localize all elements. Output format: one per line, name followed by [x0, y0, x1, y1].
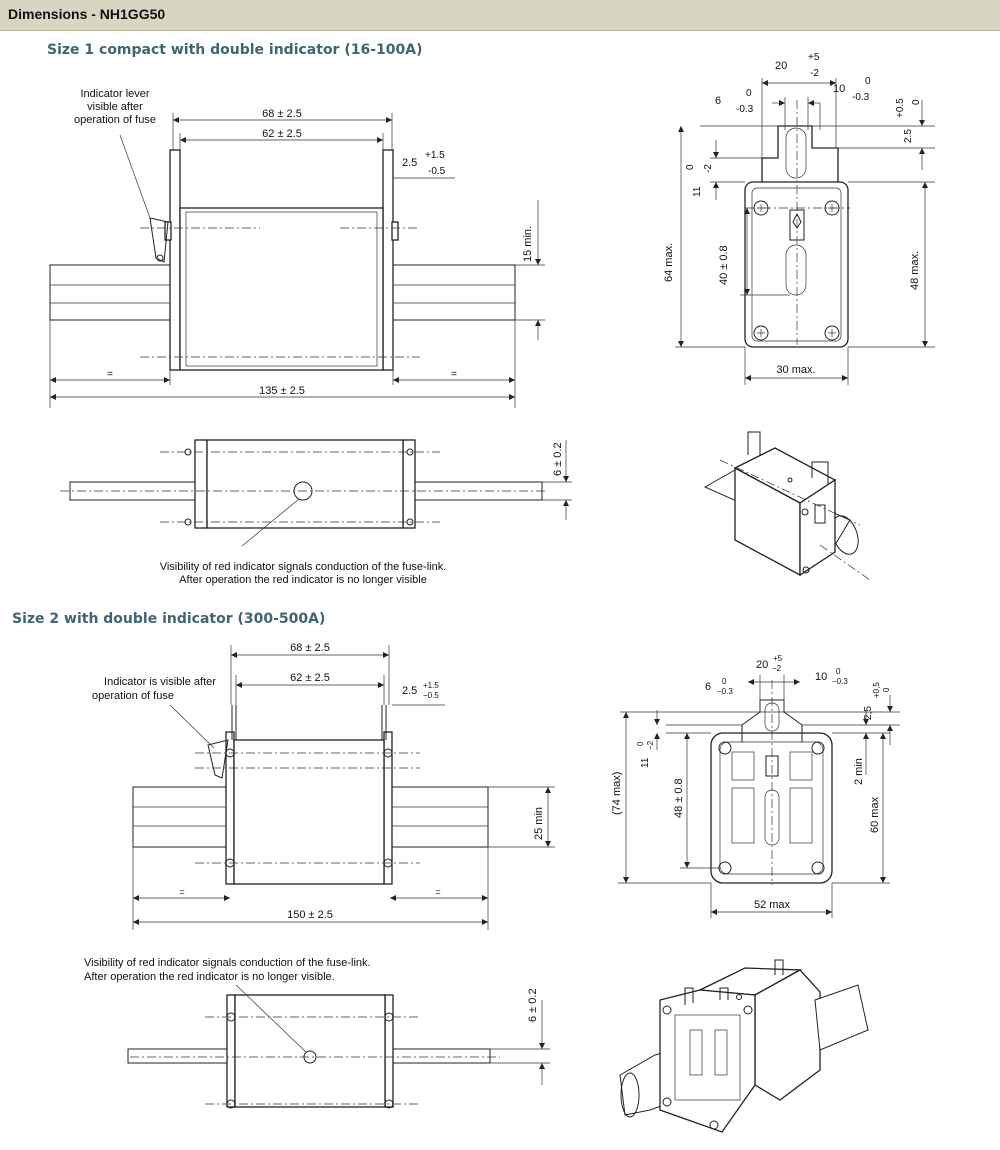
s1-side-d20-minus: -2 — [810, 68, 819, 79]
s2-side-d25-plus: +0,5 — [872, 682, 881, 698]
s1-side-d64: 64 max. — [663, 243, 675, 282]
s2-side-d25-minus: 0 — [882, 687, 891, 692]
s1-dim-135: 135 ± 2.5 — [259, 385, 305, 397]
s1-side-d25-minus: 0 — [911, 99, 922, 105]
s2-top-note-line1: Visibility of red indicator signals cond… — [84, 957, 371, 969]
s2-side-view: 20 +5 −2 6 0 −0.3 10 0 −0.3 2,5 +0,5 0 1… — [611, 654, 900, 918]
s2-front-note-line2: operation of fuse — [92, 690, 174, 702]
s1-side-d6: 6 — [715, 95, 721, 107]
s1-dim-68: 68 ± 2.5 — [262, 108, 302, 120]
s1-equal-right: = — [451, 369, 457, 380]
s1-side-d25: 2.5 — [903, 129, 914, 143]
s2-side-d10-plus: 0 — [836, 667, 841, 676]
s2-dim-2-5: 2.5 — [402, 685, 417, 697]
s1-dim-6: 6 ± 0.2 — [552, 442, 564, 476]
s2-side-d25: 2,5 — [863, 706, 874, 720]
section2-title: Size 2 with double indicator (300-500A) — [12, 611, 326, 627]
s1-equal-left: = — [107, 369, 113, 380]
s2-dim-150: 150 ± 2.5 — [287, 909, 333, 921]
s2-dim-6: 6 ± 0.2 — [527, 988, 539, 1022]
s1-side-d20-plus: +5 — [808, 52, 820, 63]
s1-side-d25-plus: +0.5 — [895, 98, 906, 118]
s2-side-d20: 20 — [756, 659, 768, 671]
s1-side-d40: 40 ± 0.8 — [718, 245, 730, 285]
s2-top-note-line2: After operation the red indicator is no … — [84, 971, 335, 983]
s1-side-d48: 48 max. — [909, 251, 921, 290]
s1-side-d10-plus: 0 — [865, 76, 871, 87]
section1-title: Size 1 compact with double indicator (16… — [47, 42, 423, 58]
s1-side-d10: 10 — [833, 83, 845, 95]
s2-side-d60: 60 max — [869, 796, 881, 833]
s1-side-d11: 11 — [692, 186, 703, 197]
s1-side-d10-minus: -0.3 — [852, 92, 870, 103]
s1-front-note-line3: operation of fuse — [74, 114, 156, 126]
s2-dim-2-5-minus: −0.5 — [423, 691, 439, 700]
s1-front-note-line2: visible after — [87, 101, 143, 113]
s1-front-note-line1: Indicator lever — [80, 88, 149, 100]
s2-front-view: Indicator is visible after operation of … — [92, 642, 555, 930]
s1-dim-2-5-minus: -0.5 — [428, 166, 446, 177]
s1-dim-2-5-plus: +1.5 — [425, 150, 445, 161]
s2-side-d10-minus: −0.3 — [832, 677, 848, 686]
s2-side-d11-minus: −2 — [646, 740, 655, 750]
s1-isometric-view — [703, 431, 871, 581]
s1-dim-15min: 15 min. — [522, 226, 534, 262]
s2-side-d11: 11 — [640, 757, 651, 768]
s1-dim-62: 62 ± 2.5 — [262, 128, 302, 140]
s2-dim-68: 68 ± 2.5 — [290, 642, 330, 654]
s2-side-d20-plus: +5 — [773, 654, 783, 663]
page-header: Dimensions - NH1GG50 — [0, 0, 1000, 31]
s1-side-d30: 30 max. — [776, 364, 815, 376]
s2-equal-left: = — [179, 887, 184, 897]
s2-dim-62: 62 ± 2.5 — [290, 672, 330, 684]
s2-side-d11-plus: 0 — [636, 741, 645, 746]
s2-dim-25min: 25 min — [533, 807, 545, 840]
s2-top-view: Visibility of red indicator signals cond… — [84, 957, 550, 1109]
s2-side-d74: (74 max) — [611, 772, 623, 815]
s2-side-d52: 52 max — [754, 899, 791, 911]
s2-dim-2-5-plus: +1.5 — [423, 681, 439, 690]
s2-side-d6: 6 — [705, 681, 711, 693]
s2-equal-right: = — [435, 887, 440, 897]
s2-side-d20-minus: −2 — [772, 664, 782, 673]
s1-top-view: 6 ± 0.2 Visibility of red indicator sign… — [60, 439, 572, 586]
page-title: Dimensions - NH1GG50 — [8, 6, 166, 22]
s2-side-d2: 2 min — [853, 758, 865, 785]
s2-side-d10: 10 — [815, 671, 827, 683]
s1-side-d6-minus: -0.3 — [736, 104, 754, 115]
s1-side-d20: 20 — [775, 60, 787, 72]
s2-side-d6-minus: −0.3 — [717, 687, 733, 696]
s2-front-note-line1: Indicator is visible after — [104, 676, 216, 688]
s1-top-note-line1: Visibility of red indicator signals cond… — [160, 561, 447, 573]
s1-side-d6-plus: 0 — [746, 88, 752, 99]
s1-side-d11-minus: -2 — [703, 164, 714, 173]
s2-side-d48: 48 ± 0.8 — [673, 778, 685, 818]
s1-front-view: Indicator lever visible after operation … — [49, 88, 545, 408]
s1-dim-2-5: 2.5 — [402, 157, 417, 169]
s1-top-note-line2: After operation the red indicator is no … — [179, 574, 427, 586]
s1-side-view: 20 +5 -2 6 0 -0.3 10 0 -0.3 2.5 +0.5 0 1… — [663, 52, 935, 385]
s2-isometric-view — [619, 959, 869, 1133]
s1-side-d11-plus: 0 — [685, 164, 696, 170]
s2-side-d6-plus: 0 — [722, 677, 727, 686]
